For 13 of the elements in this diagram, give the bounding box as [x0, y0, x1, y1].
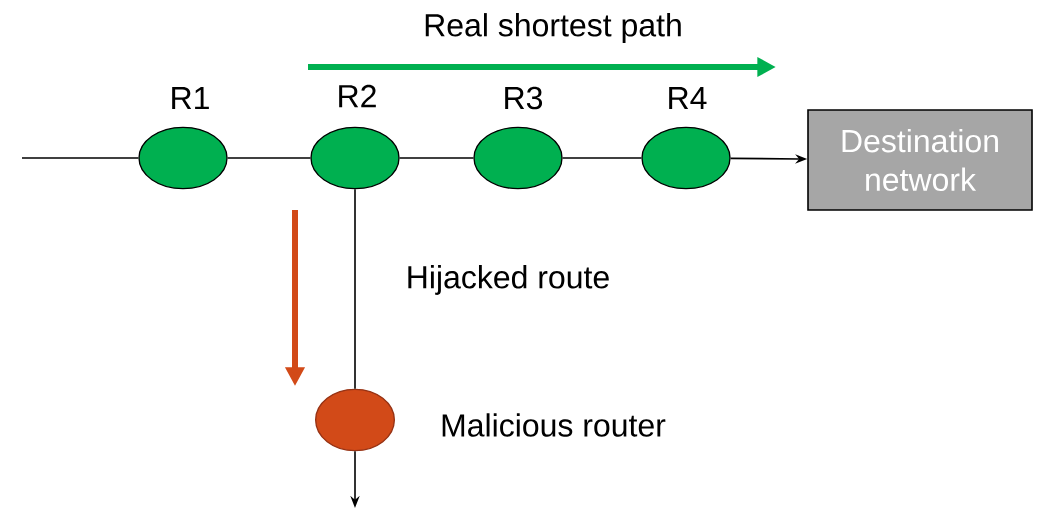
- path-label: Real shortest path: [425, 13, 681, 43]
- edge-label: Hijacked route: [408, 265, 609, 295]
- connector-line: [398, 157, 475, 159]
- connector-line: [21, 157, 140, 159]
- router-label: R2: [339, 84, 376, 108]
- router-label: R3: [505, 86, 543, 110]
- router-label: R1: [172, 87, 209, 109]
- connector-line: [226, 157, 312, 159]
- connector-line: [561, 157, 643, 159]
- network-box: Destination network: [807, 109, 1033, 211]
- connector-line: [354, 188, 356, 390]
- router-label: Malicious router: [442, 413, 666, 437]
- router-label: R4: [669, 87, 707, 109]
